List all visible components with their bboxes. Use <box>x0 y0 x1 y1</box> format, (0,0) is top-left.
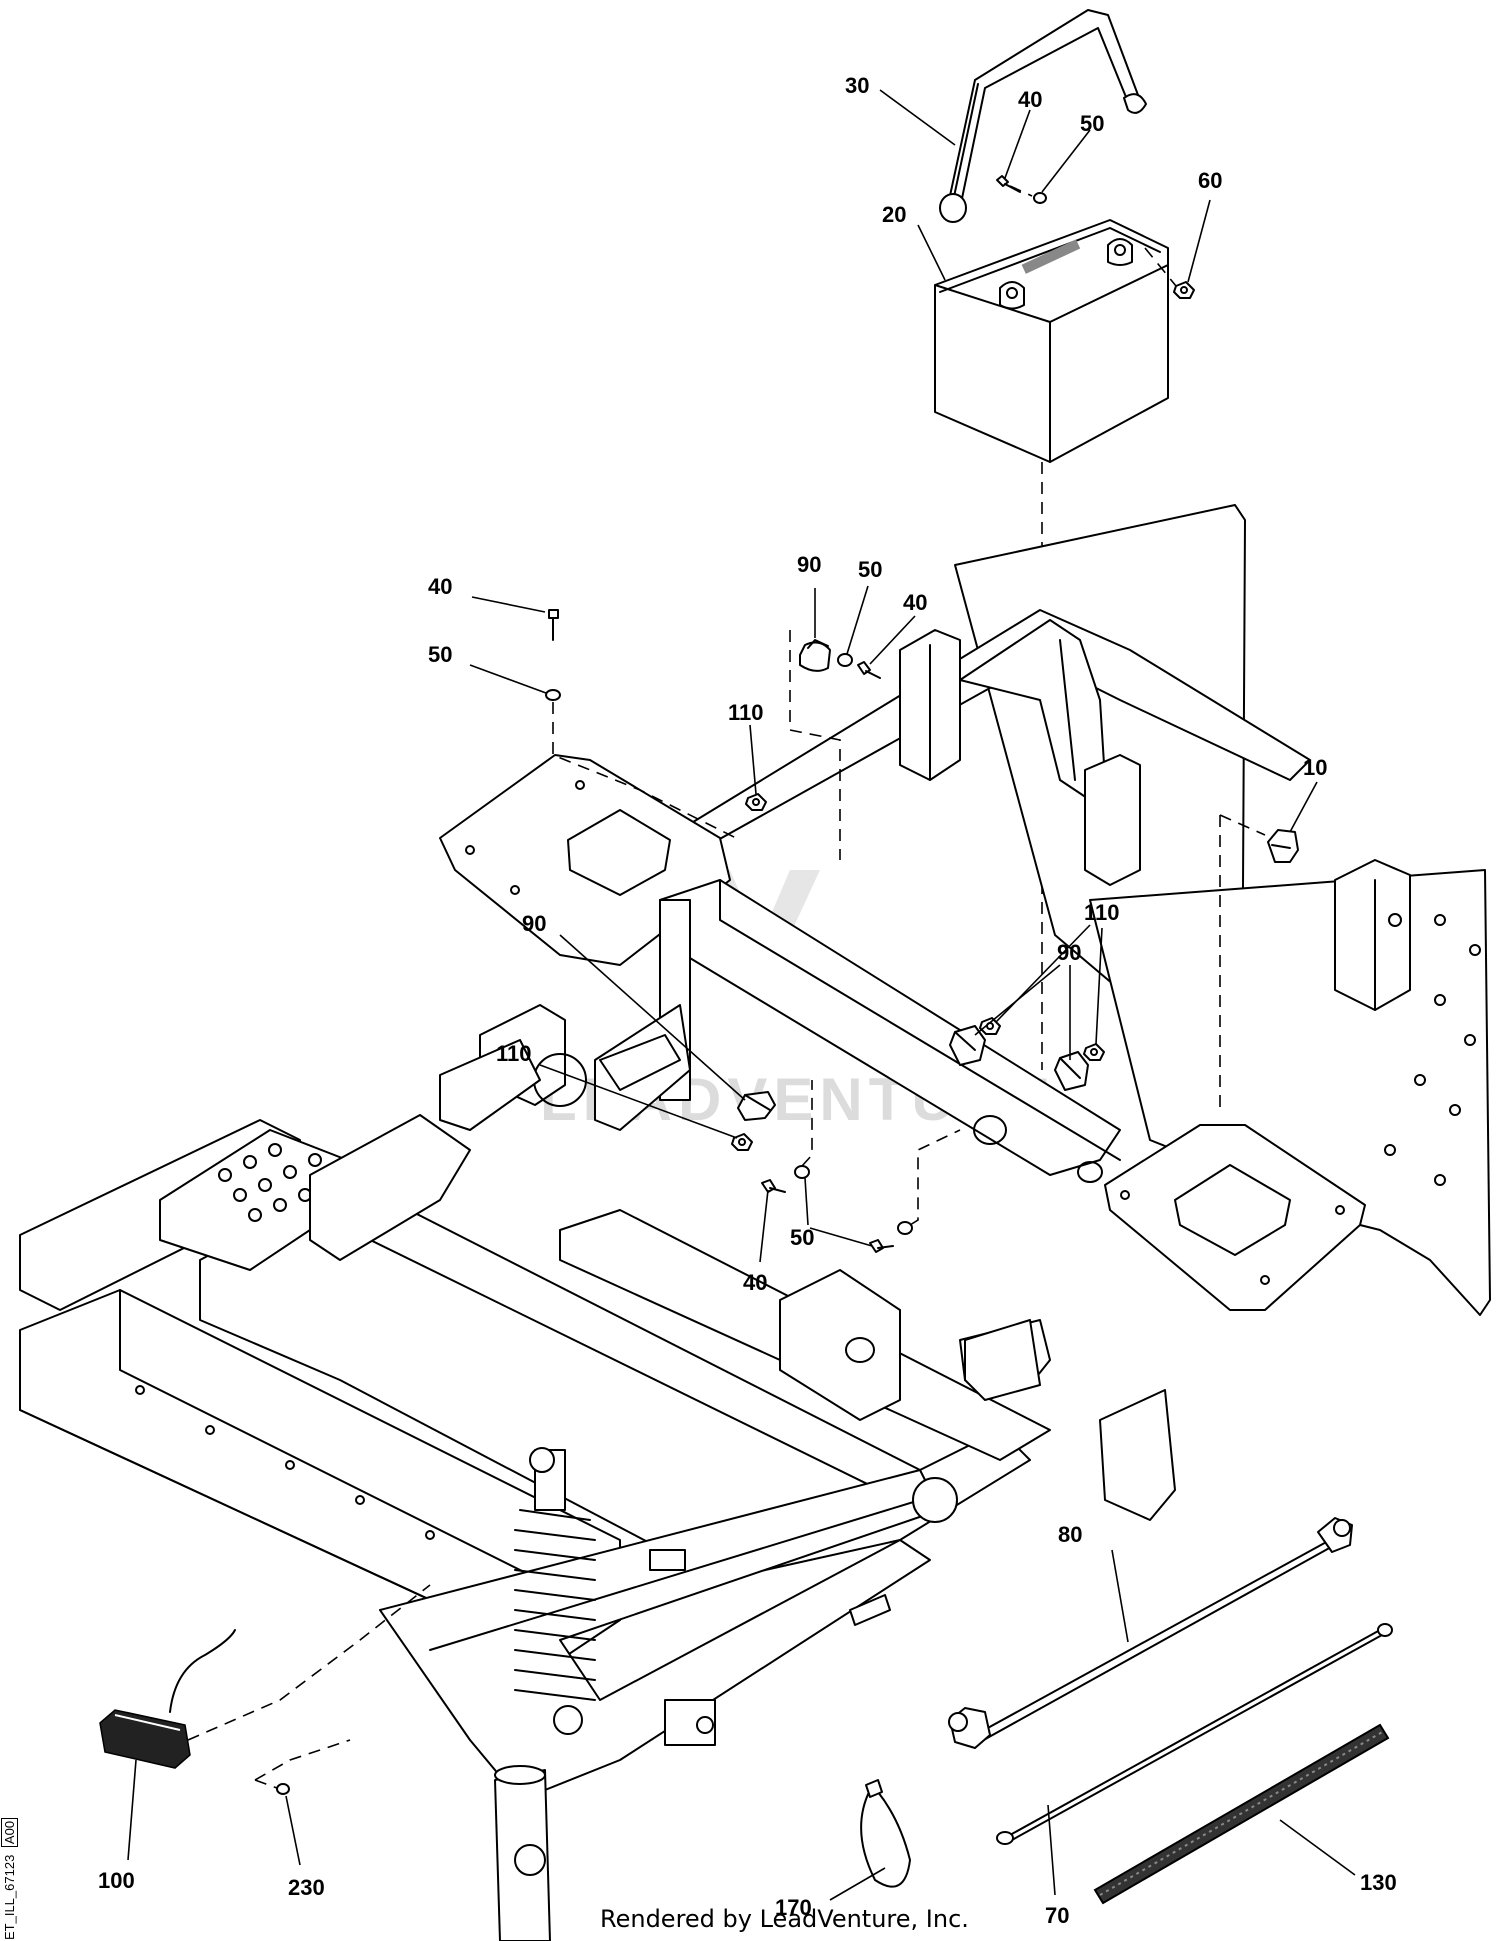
battery-hold-down-strap[interactable] <box>939 9 1147 223</box>
main-frame <box>19 504 1491 1661</box>
callout-60: 60 <box>1198 168 1222 193</box>
cable-tie[interactable] <box>860 1779 911 1888</box>
battery-cable-negative[interactable] <box>996 1623 1393 1845</box>
battery-terminal-right <box>1107 238 1133 266</box>
callout-90-upper: 90 <box>797 552 821 577</box>
nut-upper[interactable] <box>745 793 767 811</box>
callout-90-right: 90 <box>1057 940 1081 965</box>
callout-labels: 30 40 50 60 20 40 50 90 50 40 110 10 110… <box>98 73 1397 1928</box>
clamp-bolt-upper[interactable] <box>857 661 881 679</box>
plate-bolt-lower-left[interactable] <box>761 1179 786 1193</box>
nut-center[interactable] <box>979 1017 1001 1035</box>
callout-40-plate: 40 <box>428 574 452 599</box>
nut-lower[interactable] <box>731 1133 753 1151</box>
nut-right[interactable] <box>1083 1043 1105 1061</box>
strap-washer[interactable] <box>1033 192 1047 204</box>
cable-clamp-right[interactable] <box>1054 1051 1089 1091</box>
cable-clip[interactable] <box>1267 829 1299 863</box>
battery-assembly <box>934 9 1195 1070</box>
protective-conduit[interactable] <box>1093 1723 1390 1905</box>
callout-40-lower: 40 <box>743 1270 767 1295</box>
cable-clamp-lower[interactable] <box>737 1091 776 1121</box>
main-cross-beam <box>659 879 1121 1183</box>
mounting-screw[interactable] <box>276 1783 290 1795</box>
callout-170: 170 <box>775 1895 812 1920</box>
side-panel-holes <box>1384 914 1481 1186</box>
callout-10: 10 <box>1303 755 1327 780</box>
battery-label <box>1021 239 1081 274</box>
callout-30: 30 <box>845 73 869 98</box>
callout-230: 230 <box>288 1875 325 1900</box>
battery[interactable] <box>934 219 1169 463</box>
left-mounting-plate <box>439 754 731 966</box>
drawing-revision: A00 <box>1 1817 18 1848</box>
callout-40-strap: 40 <box>1018 87 1042 112</box>
coil-spring <box>514 1447 596 1735</box>
callout-110-left: 110 <box>496 1041 532 1066</box>
clamp-washer-upper[interactable] <box>837 653 853 667</box>
electrical-module[interactable] <box>99 1629 236 1769</box>
callout-40-upper: 40 <box>903 590 927 615</box>
callout-50-lower: 50 <box>790 1225 814 1250</box>
callout-100: 100 <box>98 1868 135 1893</box>
callout-80: 80 <box>1058 1522 1082 1547</box>
battery-cable-positive[interactable] <box>948 1517 1353 1749</box>
credit-text: Rendered by LeadVenture, Inc. <box>600 1905 969 1933</box>
plate-bolt-lower-right[interactable] <box>869 1239 894 1253</box>
strap-nut[interactable] <box>1173 281 1195 299</box>
plate-washer-lower-right[interactable] <box>897 1221 913 1235</box>
cable-clamp-center[interactable] <box>949 1025 986 1066</box>
callout-110-upper: 110 <box>728 700 764 725</box>
right-mounting-plate <box>1104 1124 1366 1311</box>
plate-bolt-left[interactable] <box>548 609 559 641</box>
callout-50-strap: 50 <box>1080 111 1104 136</box>
callout-130: 130 <box>1360 1870 1397 1895</box>
cable-clamp-upper[interactable] <box>799 639 831 672</box>
battery-terminal-left <box>999 281 1025 310</box>
drawing-id: ET_ILL_67123 A00 <box>1 1817 18 1940</box>
callout-50-plate: 50 <box>428 642 452 667</box>
plate-washer-left[interactable] <box>545 689 561 701</box>
callout-20: 20 <box>882 202 906 227</box>
drawing-number: ET_ILL_67123 <box>2 1854 17 1940</box>
plate-washer-lower-left[interactable] <box>794 1165 810 1179</box>
front-suspension <box>379 1319 1041 1941</box>
leader-lines <box>127 89 1356 1901</box>
callout-90-left: 90 <box>522 911 546 936</box>
callout-50-upper: 50 <box>858 557 882 582</box>
callout-110-right: 110 <box>1084 900 1120 925</box>
callout-70: 70 <box>1045 1903 1069 1928</box>
